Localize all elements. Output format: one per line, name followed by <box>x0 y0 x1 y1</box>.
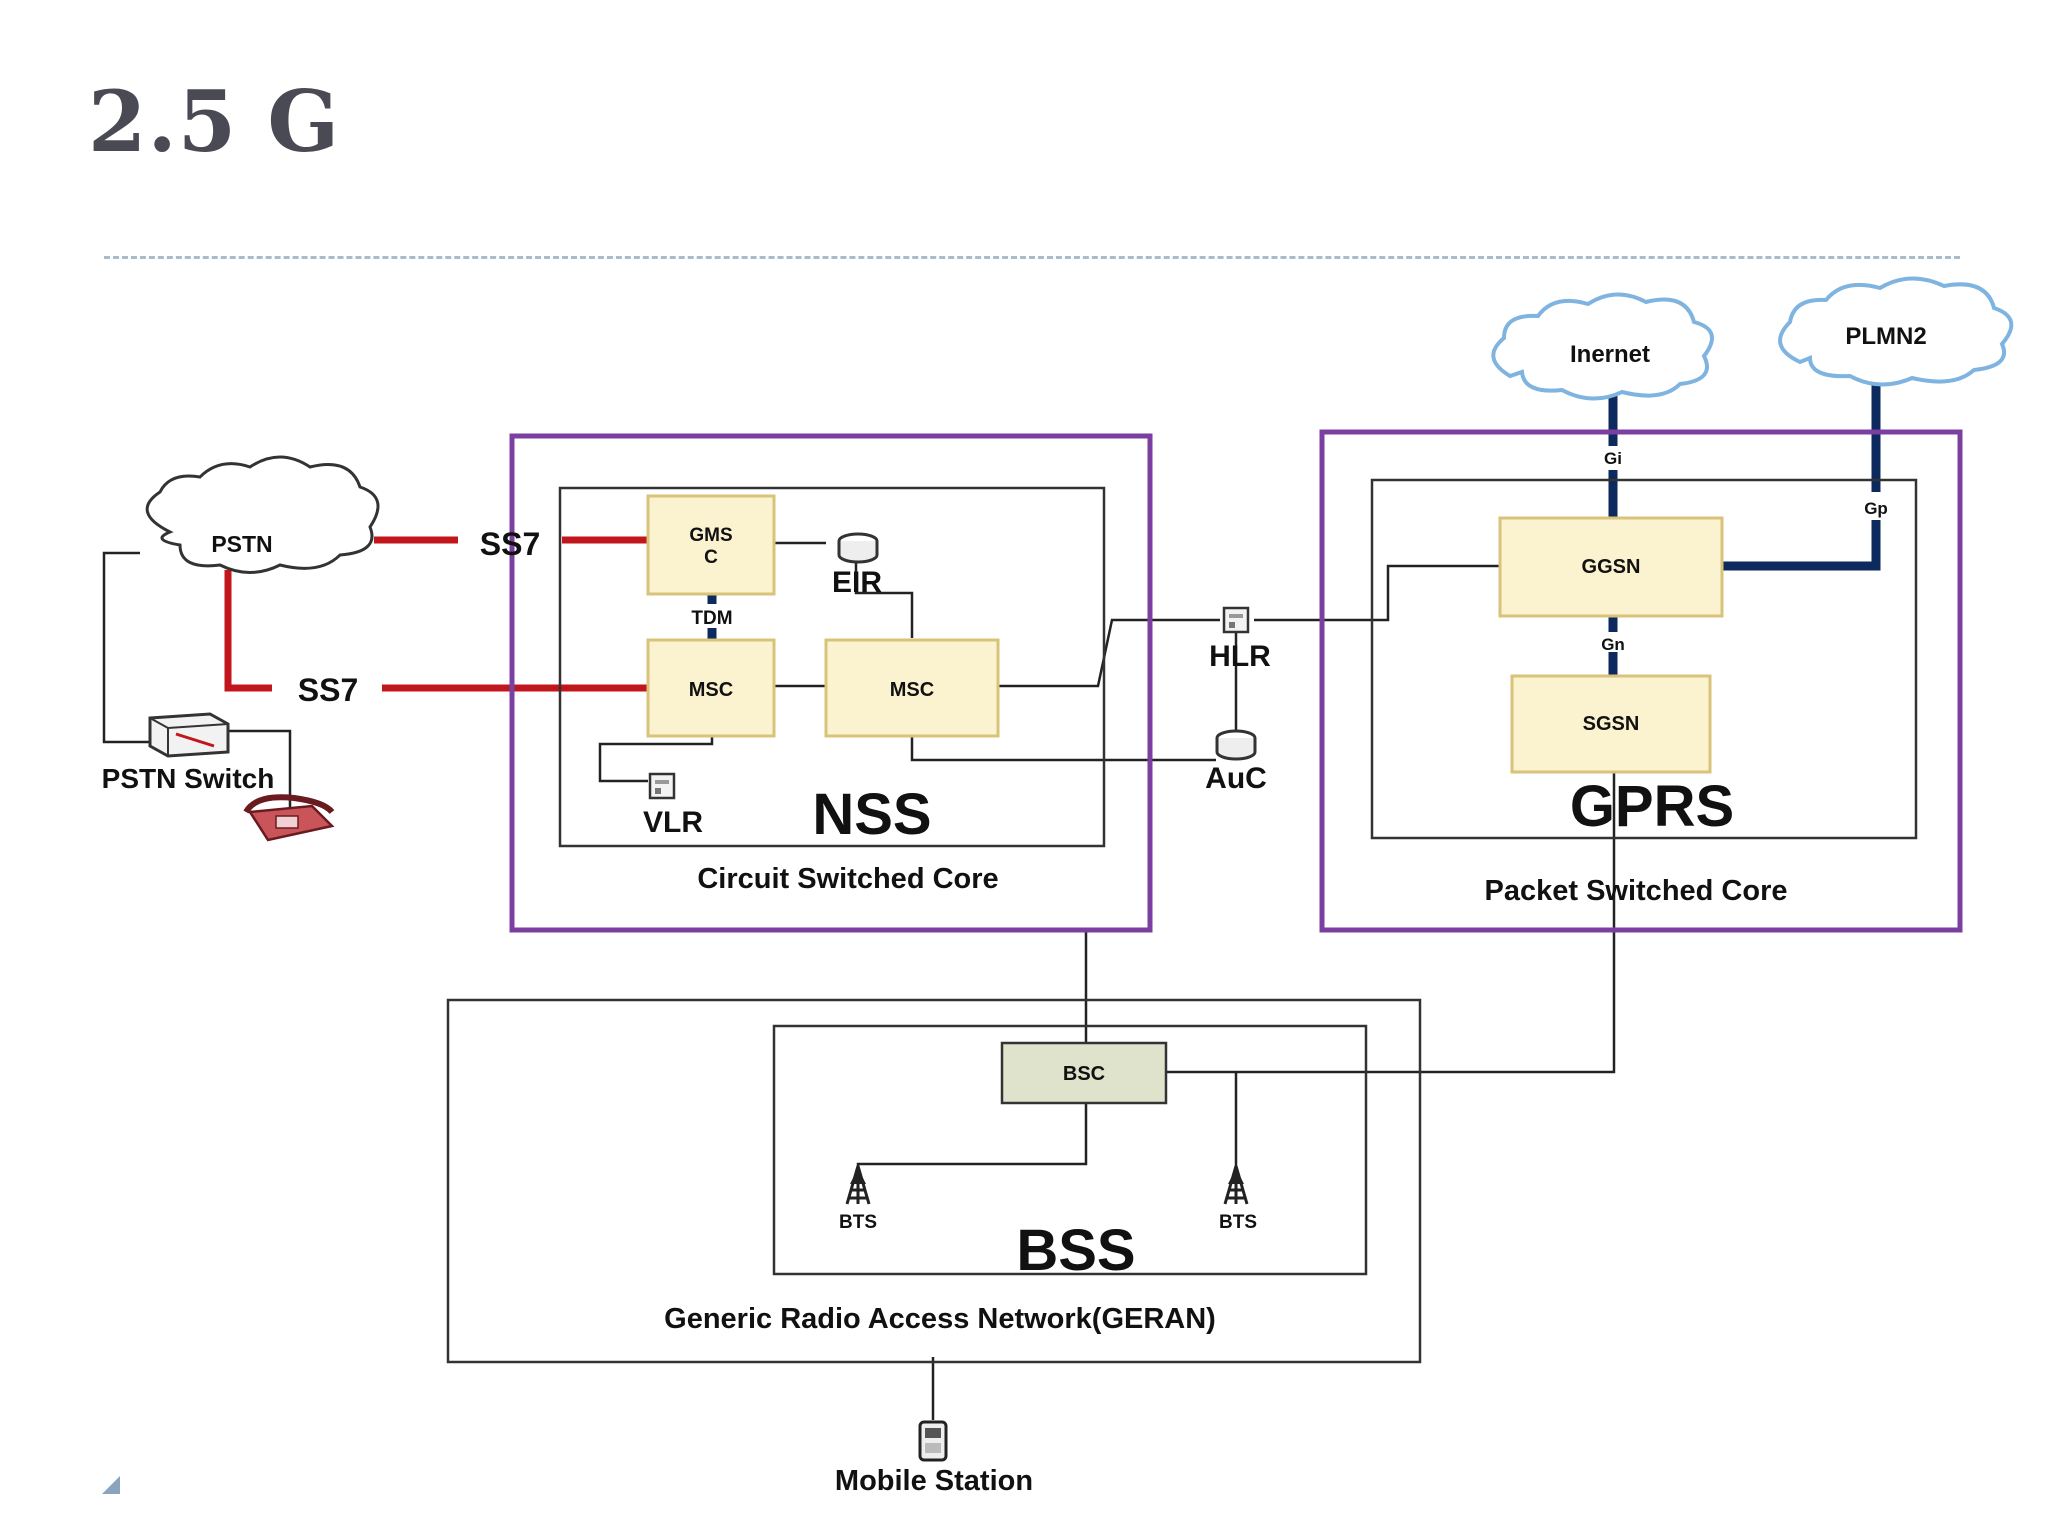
sgsn-node: SGSN <box>1510 674 1712 774</box>
bsc-label: BSC <box>1063 1063 1105 1085</box>
internet-label: Inernet <box>1570 341 1650 368</box>
ss7-top-label: SS7 <box>480 526 540 562</box>
plmn2-cloud: PLMN2 <box>1778 276 2014 387</box>
ggsn-node: GGSN <box>1498 516 1724 618</box>
ss7-links <box>224 536 652 692</box>
plmn2-label: PLMN2 <box>1845 323 1926 350</box>
packet-links <box>707 380 1881 676</box>
auc-database-icon <box>1215 729 1257 761</box>
bts-left-label: BTS <box>839 1212 877 1233</box>
gprs-title: GPRS <box>1570 774 1734 839</box>
nss-inner-border <box>558 486 1106 848</box>
eir-label: EIR <box>832 566 882 599</box>
bts-right-label: BTS <box>1219 1212 1257 1233</box>
msc-left-label: MSC <box>689 679 733 701</box>
ggsn-label: GGSN <box>1582 556 1641 578</box>
pstn-switch-label: PSTN Switch <box>102 763 275 794</box>
pstn-to-switch-link <box>102 551 150 744</box>
gi-label: Gi <box>1604 449 1622 468</box>
slide-corner-marker <box>102 1476 120 1494</box>
msc-left-node: MSC <box>646 638 776 738</box>
msc-to-hlr-link <box>998 618 1220 688</box>
hlr-label: HLR <box>1209 640 1271 673</box>
gn-label: Gn <box>1601 635 1625 654</box>
pstn-switch-icon <box>148 712 230 758</box>
gprs-outer-border <box>1319 429 1963 933</box>
msc-to-vlr-link <box>598 734 714 783</box>
title-separator <box>104 256 1960 259</box>
bts-right-tower-icon <box>1223 1164 1249 1206</box>
nss-title: NSS <box>812 782 931 847</box>
internet-cloud: Inernet <box>1491 292 1714 401</box>
tdm-label: TDM <box>691 608 732 629</box>
telephone-icon <box>243 794 335 842</box>
gp-label: Gp <box>1864 499 1888 518</box>
auc-label: AuC <box>1205 762 1267 795</box>
bsc-to-bts-left-link <box>856 1103 1088 1178</box>
ss7-bottom-label: SS7 <box>298 672 358 708</box>
eir-to-msc-link <box>854 559 914 638</box>
gp-link <box>1722 380 1881 571</box>
packet-switched-core-label: Packet Switched Core <box>1485 875 1788 907</box>
hlr-to-ggsn-link <box>1254 564 1500 622</box>
mobile-phone-icon <box>918 1420 948 1462</box>
pstn-cloud: PSTN <box>145 455 380 574</box>
gprs-inner-border <box>1370 478 1918 840</box>
nss-outer-border <box>509 433 1153 933</box>
vlr-server-icon <box>648 772 676 800</box>
sgsn-to-bsc-link <box>1166 770 1616 1074</box>
msc-right-node: MSC <box>824 638 1000 738</box>
bss-title: BSS <box>1016 1218 1135 1283</box>
slide-title: 2.5 G <box>88 72 341 171</box>
geran-label: Generic Radio Access Network(GERAN) <box>664 1303 1216 1335</box>
msc-to-auc-link <box>910 734 1216 762</box>
sgsn-label: SGSN <box>1583 713 1640 735</box>
geran-outer-border <box>446 998 1422 1364</box>
eir-database-icon <box>837 532 879 564</box>
bsc-node: BSC <box>1000 1041 1168 1105</box>
vlr-label: VLR <box>643 806 703 839</box>
hlr-server-icon <box>1222 606 1250 634</box>
pstn-msc-ss7-link <box>224 570 652 692</box>
pstn-label: PSTN <box>211 531 272 557</box>
msc-right-label: MSC <box>890 679 934 701</box>
switch-to-phone-link <box>220 729 292 810</box>
bss-inner-border <box>772 1024 1368 1276</box>
circuit-switched-core-label: Circuit Switched Core <box>697 863 998 895</box>
bts-left-tower-icon <box>845 1164 871 1206</box>
mobile-station-label: Mobile Station <box>835 1465 1033 1497</box>
